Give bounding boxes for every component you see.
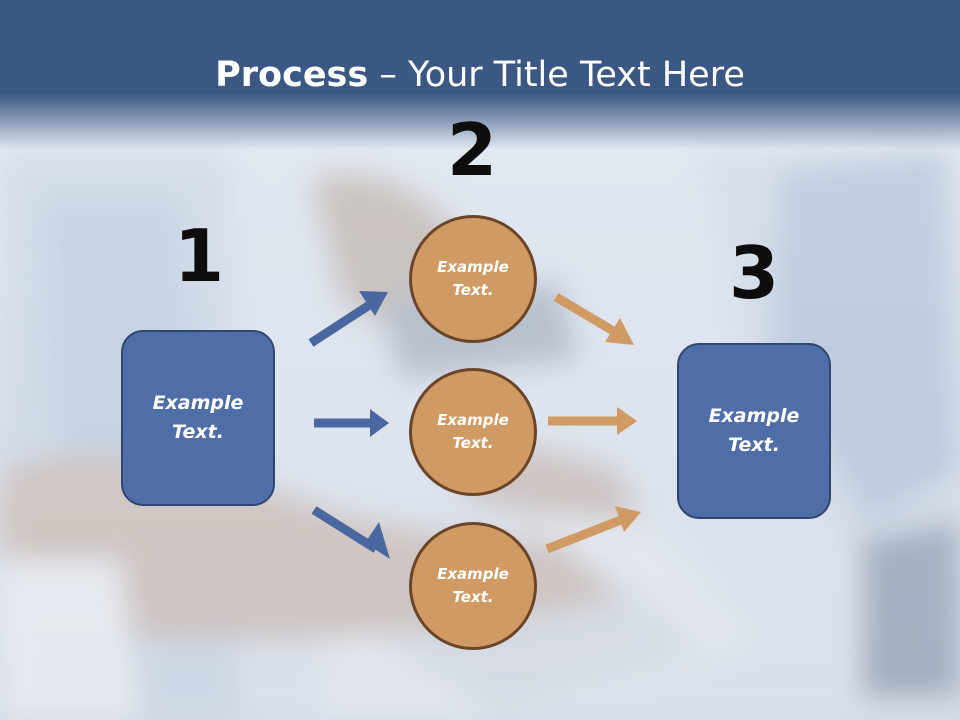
circle-middle-line-1: Example	[437, 411, 509, 429]
output-box-line-1: Example	[708, 405, 800, 427]
orange-arrow-down	[553, 293, 634, 345]
circle-top-line-2: Text.	[452, 281, 494, 299]
blue-arrow-down	[311, 506, 390, 559]
circle-middle-line-2: Text.	[452, 434, 494, 452]
orange-arrow-straight	[548, 407, 637, 435]
orange-arrow-up	[545, 506, 641, 554]
output-box-line-2: Text.	[728, 434, 780, 456]
circle-top-line-1: Example	[437, 258, 509, 276]
blue-arrow-straight	[314, 409, 389, 437]
title-rest: – Your Title Text Here	[368, 55, 745, 95]
circle-bottom-line-2: Text.	[452, 588, 494, 606]
title-bold: Process	[215, 55, 369, 95]
slide-title: Process – Your Title Text Here	[0, 52, 960, 98]
header-band	[0, 0, 960, 150]
circle-bottom-line-1: Example	[437, 565, 509, 583]
step-number-2: 2	[446, 108, 498, 192]
input-box-line-2: Text.	[172, 421, 224, 443]
blue-arrow-up	[308, 291, 388, 347]
input-box-line-1: Example	[152, 392, 244, 414]
step-number-3: 3	[728, 231, 780, 315]
step-number-1: 1	[173, 214, 225, 298]
